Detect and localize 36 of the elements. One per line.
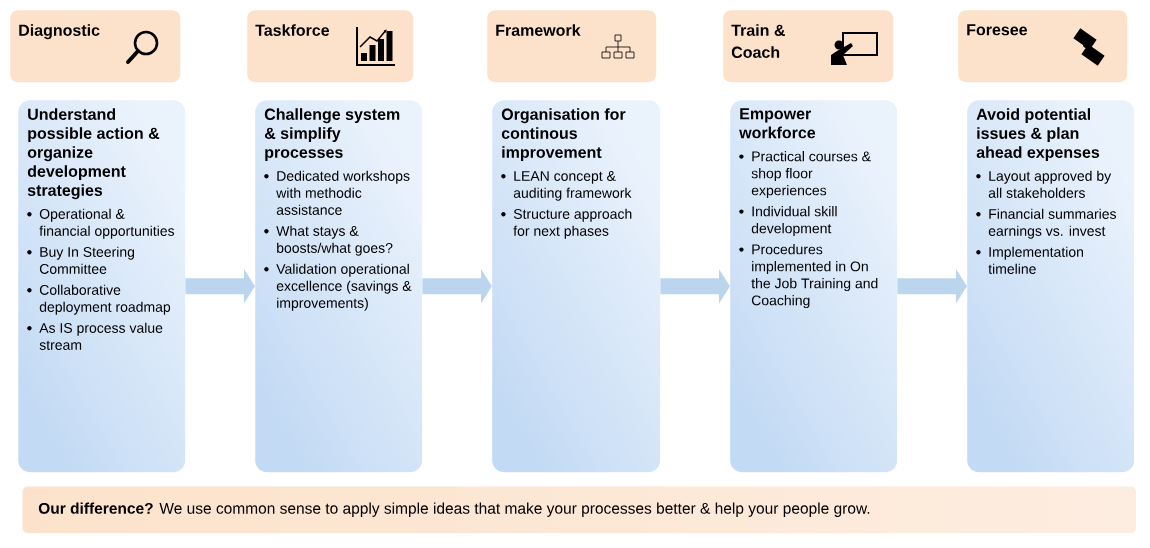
bullet-item: Dedicated workshops with methodic assistance (264, 170, 410, 215)
step-header (723, 10, 894, 83)
bullet-item: Practical courses & shop floor experiences (739, 151, 871, 199)
step-title: Framework (496, 24, 581, 36)
bullet-item: Collaborative deployment roadmap (27, 284, 171, 315)
step-header (10, 10, 181, 83)
bullet-item: Validation operational excellence (savings & improvements) (264, 263, 412, 311)
bullet-item: Layout approved by all stakeholders (976, 170, 1112, 198)
step-header (247, 10, 414, 83)
bullet-item: Financial summaries earnings vs. invest (976, 208, 1117, 239)
statement-text: Our difference? We use common sense to apply simple ideas that make your processes better & help your people grow. (38, 502, 870, 517)
card-heading: Organisation for continous improvement (501, 108, 626, 162)
step-card (27, 108, 175, 350)
card-heading: Avoid potential issues & plan ahead expenses (976, 108, 1100, 162)
bullet-item: Implementation timeline (976, 246, 1083, 274)
bullet-item: Individual skill development (739, 206, 837, 237)
bullet-item: Operational & financial opportunities (27, 208, 175, 239)
step-title: Train & Coach (731, 24, 785, 58)
bullet-item: LEAN concept & auditing framework (501, 171, 632, 201)
step-title: Foresee (967, 24, 1027, 36)
bullet-item: As IS process value stream (27, 322, 163, 350)
bullet-item: Procedures implemented in On the Job Training and Coaching (739, 244, 878, 309)
step-card (264, 108, 412, 311)
step-card (739, 108, 878, 309)
step-header (487, 10, 657, 83)
step-title: Taskforce (255, 24, 330, 36)
step-header (958, 10, 1128, 83)
bullet-item: Buy In Steering Committee (27, 246, 134, 274)
card-heading: Understand possible action & organize development strategies (27, 108, 160, 200)
step-card (976, 108, 1117, 274)
bullet-item: What stays & boosts/what goes? (264, 225, 393, 256)
card-heading: Challenge system & simplify processes (264, 108, 400, 162)
card-heading: Empower workforce (739, 108, 816, 139)
step-card (501, 108, 632, 239)
bullet-item: Structure approach for next phases (501, 208, 632, 239)
step-title: Diagnostic (19, 24, 100, 40)
